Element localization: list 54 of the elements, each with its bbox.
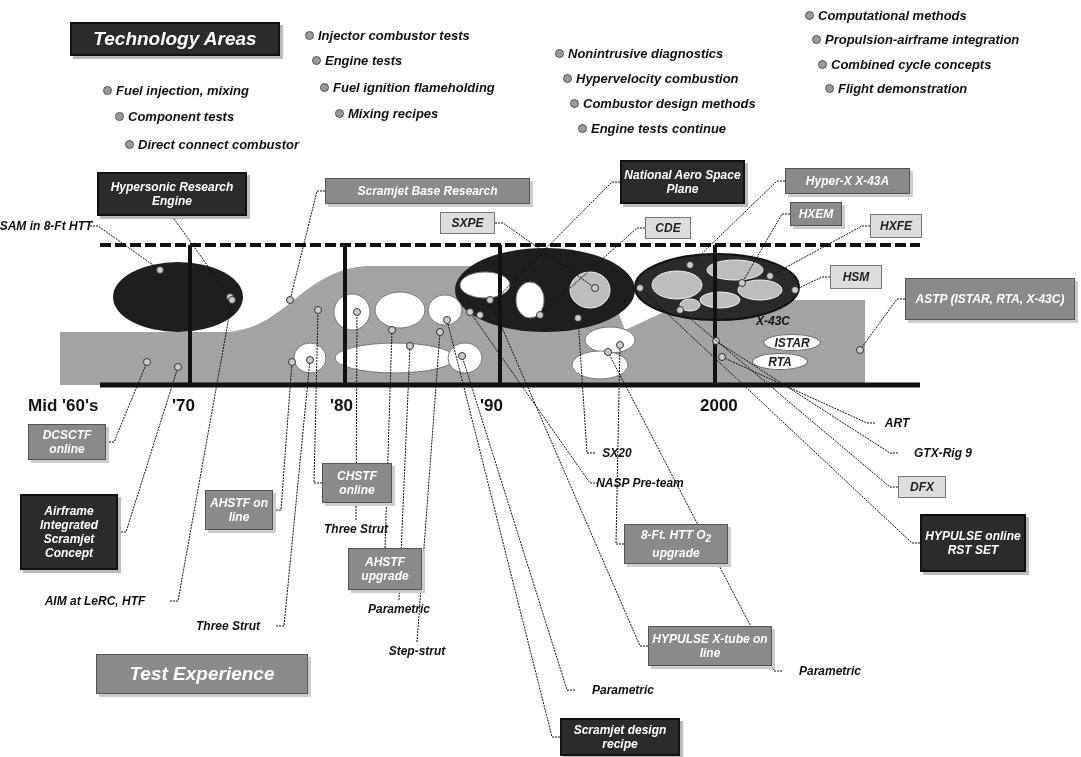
- axis-label: 2000: [700, 396, 738, 416]
- title-box: AHSTF on line: [205, 490, 273, 530]
- title-box: National Aero Space Plane: [620, 160, 745, 204]
- title-box: HXEM: [790, 202, 842, 226]
- callout-text: Step-strut: [374, 642, 460, 660]
- list-item: Propulsion-airframe integration: [825, 32, 1020, 47]
- callout-text: Three Strut: [180, 617, 276, 635]
- list-item: Injector combustor tests: [318, 28, 470, 43]
- tag-box: SXPE: [440, 212, 495, 234]
- list-item: Combined cycle concepts: [831, 57, 992, 72]
- tag-box: HXFE: [870, 214, 922, 238]
- title-box: Hypersonic Research Engine: [97, 172, 247, 216]
- list-item: Flight demonstration: [838, 81, 968, 96]
- tag-box: CDE: [645, 217, 691, 239]
- callout-text: Parametric: [352, 600, 446, 618]
- title-box: 8-Ft. HTT O$_{2}$ upgrade: [624, 524, 728, 564]
- heading-box: Test Experience: [96, 654, 308, 694]
- list-item: Engine tests: [325, 53, 403, 68]
- title-box: CHSTF online: [322, 463, 392, 503]
- list-item: Hypervelocity combustion: [576, 71, 739, 86]
- tag-box: DFX: [898, 476, 946, 498]
- axis-label: '90: [480, 396, 503, 416]
- callout-text: SX20: [595, 444, 639, 462]
- list-item: Computational methods: [818, 8, 967, 23]
- callout-text: Parametric: [782, 662, 878, 680]
- list-item: Component tests: [128, 109, 235, 124]
- axis-label: '80: [330, 396, 353, 416]
- title-box: AHSTF upgrade: [348, 548, 422, 590]
- title-box: ASTP (ISTAR, RTA, X-43C): [905, 278, 1075, 320]
- callout-text: NASP Pre-team: [598, 466, 682, 500]
- title-box: DCSCTF online: [28, 424, 106, 460]
- title-box: Hyper-X X-43A: [785, 168, 910, 194]
- callout-text: GTX-Rig 9: [898, 444, 988, 462]
- callout-text: Parametric: [575, 681, 671, 699]
- tag-box: HSM: [830, 265, 882, 289]
- list-item: Combustor design methods: [583, 96, 756, 111]
- part-label: X-43C: [756, 314, 790, 328]
- axis-label: '70: [172, 396, 195, 416]
- title-box: Scramjet Base Research: [325, 178, 530, 204]
- title-box: Scramjet design recipe: [560, 718, 680, 756]
- list-item: Fuel injection, mixing: [116, 83, 249, 98]
- callout-text: AIM at LeRC, HTF: [20, 592, 170, 610]
- list-item: Fuel ignition flameholding: [333, 80, 495, 95]
- callout-text: ART: [875, 414, 919, 432]
- callout-text: Three Strut: [306, 520, 406, 538]
- title-box: HYPULSE X-tube on line: [648, 626, 772, 666]
- list-item: Engine tests continue: [591, 121, 727, 136]
- list-item: Nonintrusive diagnostics: [568, 46, 724, 61]
- list-item: Direct connect combustor: [138, 137, 300, 152]
- list-item: Mixing recipes: [348, 106, 439, 121]
- title-box: Airframe Integrated Scramjet Concept: [20, 494, 118, 570]
- axis-label: Mid '60's: [28, 396, 99, 416]
- heading-box: Technology Areas: [70, 22, 280, 56]
- title-box: HYPULSE online RST SET: [920, 514, 1026, 572]
